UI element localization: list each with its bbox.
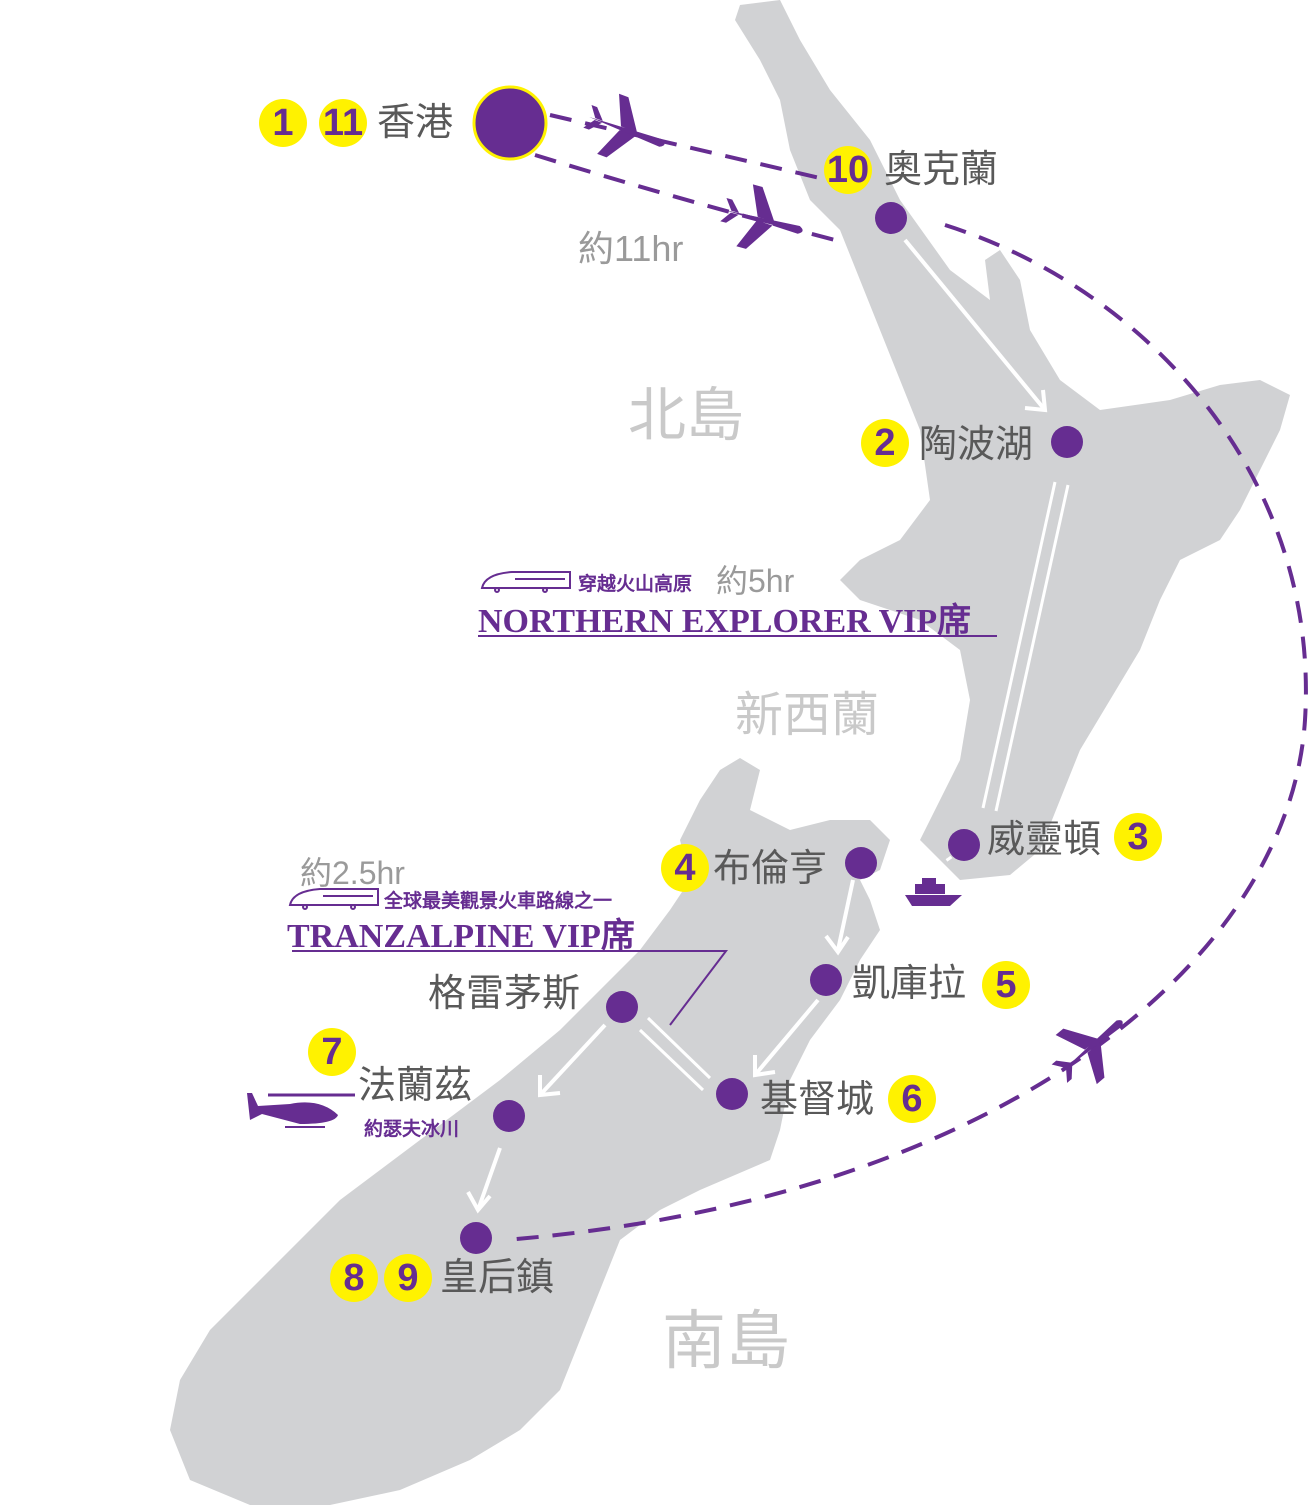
train-icon <box>288 888 379 910</box>
tranzalpine-rail <box>638 1016 712 1092</box>
airplane-icon <box>1051 1020 1123 1085</box>
land-route-arrows <box>466 238 1048 1214</box>
flight-duration: 約11hr <box>578 228 684 269</box>
northern-explorer-duration: 約5hr <box>716 563 795 599</box>
stop-label-wellington: 威靈頓 <box>987 817 1102 861</box>
flight-route-return <box>504 223 1308 1242</box>
stop-number-badge: 2 <box>861 419 909 467</box>
helicopter-caption: 約瑟夫冰川 <box>364 1118 460 1140</box>
stop-number-badge: 11 <box>319 99 367 147</box>
stop-label-christchurch: 基督城 <box>760 1077 875 1121</box>
stop-number-badge: 8 <box>330 1254 378 1302</box>
stop-label-auckland: 奧克蘭 <box>884 147 999 191</box>
country-label: 新西蘭 <box>735 687 880 743</box>
stop-label-kaikoura: 凱庫拉 <box>852 961 967 1005</box>
stop-dots <box>460 202 1083 1254</box>
stop-label-queenstown: 皇后鎮 <box>440 1255 555 1299</box>
stop-hong-kong <box>472 85 548 161</box>
tranzalpine-duration: 約2.5hr <box>300 855 405 891</box>
north-island-label: 北島 <box>628 381 745 449</box>
stop-number-badge: 10 <box>824 146 872 194</box>
stop-number-badge: 6 <box>888 1075 936 1123</box>
south-island-label: 南島 <box>662 1305 790 1379</box>
stop-number-badge: 4 <box>661 844 709 892</box>
stop-number-badge: 9 <box>384 1254 432 1302</box>
northern-explorer-rail <box>981 481 1070 812</box>
tranzalpine-title: TRANZALPINE VIP席 <box>287 918 635 955</box>
south-island <box>170 758 890 1505</box>
stop-label-franz-josef: 法蘭茲 <box>358 1063 473 1107</box>
stop-label-blenheim: 布倫亨 <box>713 846 828 890</box>
stop-number-badge: 7 <box>308 1028 356 1076</box>
stop-number-badge: 5 <box>982 961 1030 1009</box>
train-icon <box>480 571 571 593</box>
north-island <box>735 0 1290 880</box>
airplane-icon <box>583 93 665 158</box>
ferry-icon <box>905 878 962 906</box>
northern-explorer-title: NORTHERN EXPLORER VIP席 <box>478 603 972 640</box>
northern-explorer-subtitle: 穿越火山高原 <box>578 573 693 595</box>
tranzalpine-leader-line <box>292 950 729 1026</box>
stop-label-hong-kong: 香港 <box>377 100 454 144</box>
tranzalpine-subtitle: 全球最美觀景火車路線之一 <box>384 890 613 912</box>
stop-label-greymouth: 格雷茅斯 <box>428 971 581 1015</box>
stop-label-taupo: 陶波湖 <box>919 422 1034 466</box>
helicopter-icon <box>247 1093 355 1128</box>
airplane-icon <box>720 184 803 249</box>
stop-number-badge: 1 <box>259 99 307 147</box>
stop-number-badge: 3 <box>1114 813 1162 861</box>
